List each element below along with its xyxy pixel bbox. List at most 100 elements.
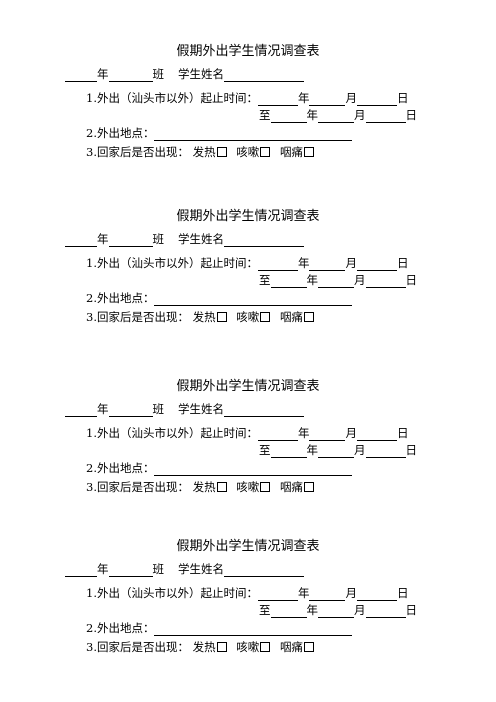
symptom-fever: 发热 bbox=[192, 480, 216, 494]
destination-blank[interactable] bbox=[154, 462, 353, 476]
q2-row: 2.外出地点： bbox=[86, 290, 353, 306]
q1-end-row: 至年月日 bbox=[259, 442, 417, 458]
student-name-blank[interactable] bbox=[224, 233, 304, 247]
day-unit: 日 bbox=[396, 586, 409, 600]
month-unit: 月 bbox=[345, 256, 357, 270]
q2-label: 2.外出地点： bbox=[86, 126, 155, 140]
symptom-fever: 发热 bbox=[192, 310, 216, 324]
to-label: 至 bbox=[259, 108, 271, 122]
day-unit: 日 bbox=[405, 443, 418, 457]
month-unit: 月 bbox=[345, 586, 357, 600]
q1-label: 1.外出（汕头市以外）起止时间： bbox=[86, 91, 258, 105]
start-month-blank[interactable] bbox=[309, 427, 346, 441]
grade-blank[interactable] bbox=[65, 233, 97, 247]
q3-label: 3.回家后是否出现： bbox=[86, 640, 189, 654]
start-month-blank[interactable] bbox=[309, 257, 346, 271]
month-unit: 月 bbox=[354, 108, 366, 122]
q1-label: 1.外出（汕头市以外）起止时间： bbox=[86, 426, 258, 440]
symptom-sore-throat: 咽痛 bbox=[279, 310, 303, 324]
q3-label: 3.回家后是否出现： bbox=[86, 480, 189, 494]
end-day-blank[interactable] bbox=[365, 274, 406, 288]
q1-end-row: 至年月日 bbox=[259, 602, 417, 618]
end-year-blank[interactable] bbox=[270, 444, 307, 458]
grade-blank[interactable] bbox=[65, 403, 97, 417]
month-unit: 月 bbox=[354, 273, 366, 287]
start-day-blank[interactable] bbox=[356, 257, 397, 271]
destination-blank[interactable] bbox=[154, 622, 353, 636]
year-unit: 年 bbox=[306, 443, 319, 457]
student-name-blank[interactable] bbox=[224, 403, 304, 417]
q3-row: 3.回家后是否出现： 发热 咳嗽 咽痛 bbox=[86, 639, 320, 655]
start-year-blank[interactable] bbox=[257, 257, 298, 271]
symptom-sore-throat: 咽痛 bbox=[279, 145, 303, 159]
year-unit: 年 bbox=[297, 256, 310, 270]
q3-row: 3.回家后是否出现： 发热 咳嗽 咽痛 bbox=[86, 479, 320, 495]
start-month-blank[interactable] bbox=[309, 587, 346, 601]
class-info-row: 年班学生姓名 bbox=[65, 66, 304, 82]
cough-checkbox[interactable] bbox=[260, 312, 271, 322]
q2-label: 2.外出地点： bbox=[86, 461, 155, 475]
cough-checkbox[interactable] bbox=[260, 147, 271, 157]
q3-row: 3.回家后是否出现： 发热 咳嗽 咽痛 bbox=[86, 144, 320, 160]
class-blank[interactable] bbox=[108, 233, 153, 247]
sore-throat-checkbox[interactable] bbox=[303, 642, 314, 652]
day-unit: 日 bbox=[396, 256, 409, 270]
end-day-blank[interactable] bbox=[365, 109, 406, 123]
destination-blank[interactable] bbox=[154, 127, 353, 141]
start-month-blank[interactable] bbox=[309, 92, 346, 106]
end-month-blank[interactable] bbox=[318, 274, 354, 288]
class-info-row: 年 班学生姓名 bbox=[65, 231, 304, 247]
class-blank[interactable] bbox=[108, 563, 153, 577]
start-day-blank[interactable] bbox=[356, 427, 397, 441]
student-name-blank[interactable] bbox=[224, 68, 304, 82]
end-month-blank[interactable] bbox=[318, 444, 354, 458]
sore-throat-checkbox[interactable] bbox=[303, 312, 314, 322]
sore-throat-checkbox[interactable] bbox=[303, 147, 314, 157]
year-unit: 年 bbox=[297, 91, 310, 105]
cough-checkbox[interactable] bbox=[260, 482, 271, 492]
start-year-blank[interactable] bbox=[257, 92, 298, 106]
start-year-blank[interactable] bbox=[257, 427, 298, 441]
day-unit: 日 bbox=[396, 91, 409, 105]
end-day-blank[interactable] bbox=[365, 444, 406, 458]
symptom-sore-throat: 咽痛 bbox=[279, 640, 303, 654]
fever-checkbox[interactable] bbox=[216, 482, 227, 492]
fever-checkbox[interactable] bbox=[216, 147, 227, 157]
year-unit: 年 bbox=[306, 273, 319, 287]
end-day-blank[interactable] bbox=[365, 604, 406, 618]
class-blank[interactable] bbox=[108, 403, 153, 417]
year-label: 年 bbox=[97, 402, 109, 416]
start-day-blank[interactable] bbox=[356, 92, 397, 106]
q1-row: 1.外出（汕头市以外）起止时间：年月日 bbox=[86, 425, 408, 441]
year-label: 年 bbox=[97, 232, 109, 246]
end-month-blank[interactable] bbox=[318, 604, 354, 618]
q1-row: 1.外出（汕头市以外）起止时间： 年 月 日 bbox=[86, 585, 408, 601]
q1-label: 1.外出（汕头市以外）起止时间： bbox=[86, 586, 258, 600]
sore-throat-checkbox[interactable] bbox=[303, 482, 314, 492]
class-blank[interactable] bbox=[108, 68, 153, 82]
q2-row: 2.外出地点： bbox=[86, 125, 353, 141]
grade-blank[interactable] bbox=[65, 563, 97, 577]
class-info-row: 年班学生姓名 bbox=[65, 401, 304, 417]
student-name-blank[interactable] bbox=[224, 563, 304, 577]
start-day-blank[interactable] bbox=[356, 587, 397, 601]
destination-blank[interactable] bbox=[154, 292, 353, 306]
q2-label: 2.外出地点： bbox=[86, 621, 155, 635]
end-year-blank[interactable] bbox=[270, 274, 307, 288]
q1-row: 1.外出（汕头市以外）起止时间：年月日 bbox=[86, 255, 408, 271]
to-label: 至 bbox=[259, 443, 271, 457]
grade-blank[interactable] bbox=[65, 68, 97, 82]
fever-checkbox[interactable] bbox=[216, 312, 227, 322]
end-year-blank[interactable] bbox=[270, 109, 307, 123]
class-label: 班 bbox=[152, 232, 165, 246]
student-name-label: 学生姓名 bbox=[178, 232, 224, 246]
cough-checkbox[interactable] bbox=[260, 642, 271, 652]
class-label: 班 bbox=[152, 67, 165, 81]
end-year-blank[interactable] bbox=[270, 604, 307, 618]
year-unit: 年 bbox=[306, 108, 319, 122]
end-month-blank[interactable] bbox=[318, 109, 354, 123]
fever-checkbox[interactable] bbox=[216, 642, 227, 652]
start-year-blank[interactable] bbox=[257, 587, 298, 601]
form-title: 假期外出学生情况调查表 bbox=[176, 44, 320, 59]
year-unit: 年 bbox=[297, 586, 310, 600]
